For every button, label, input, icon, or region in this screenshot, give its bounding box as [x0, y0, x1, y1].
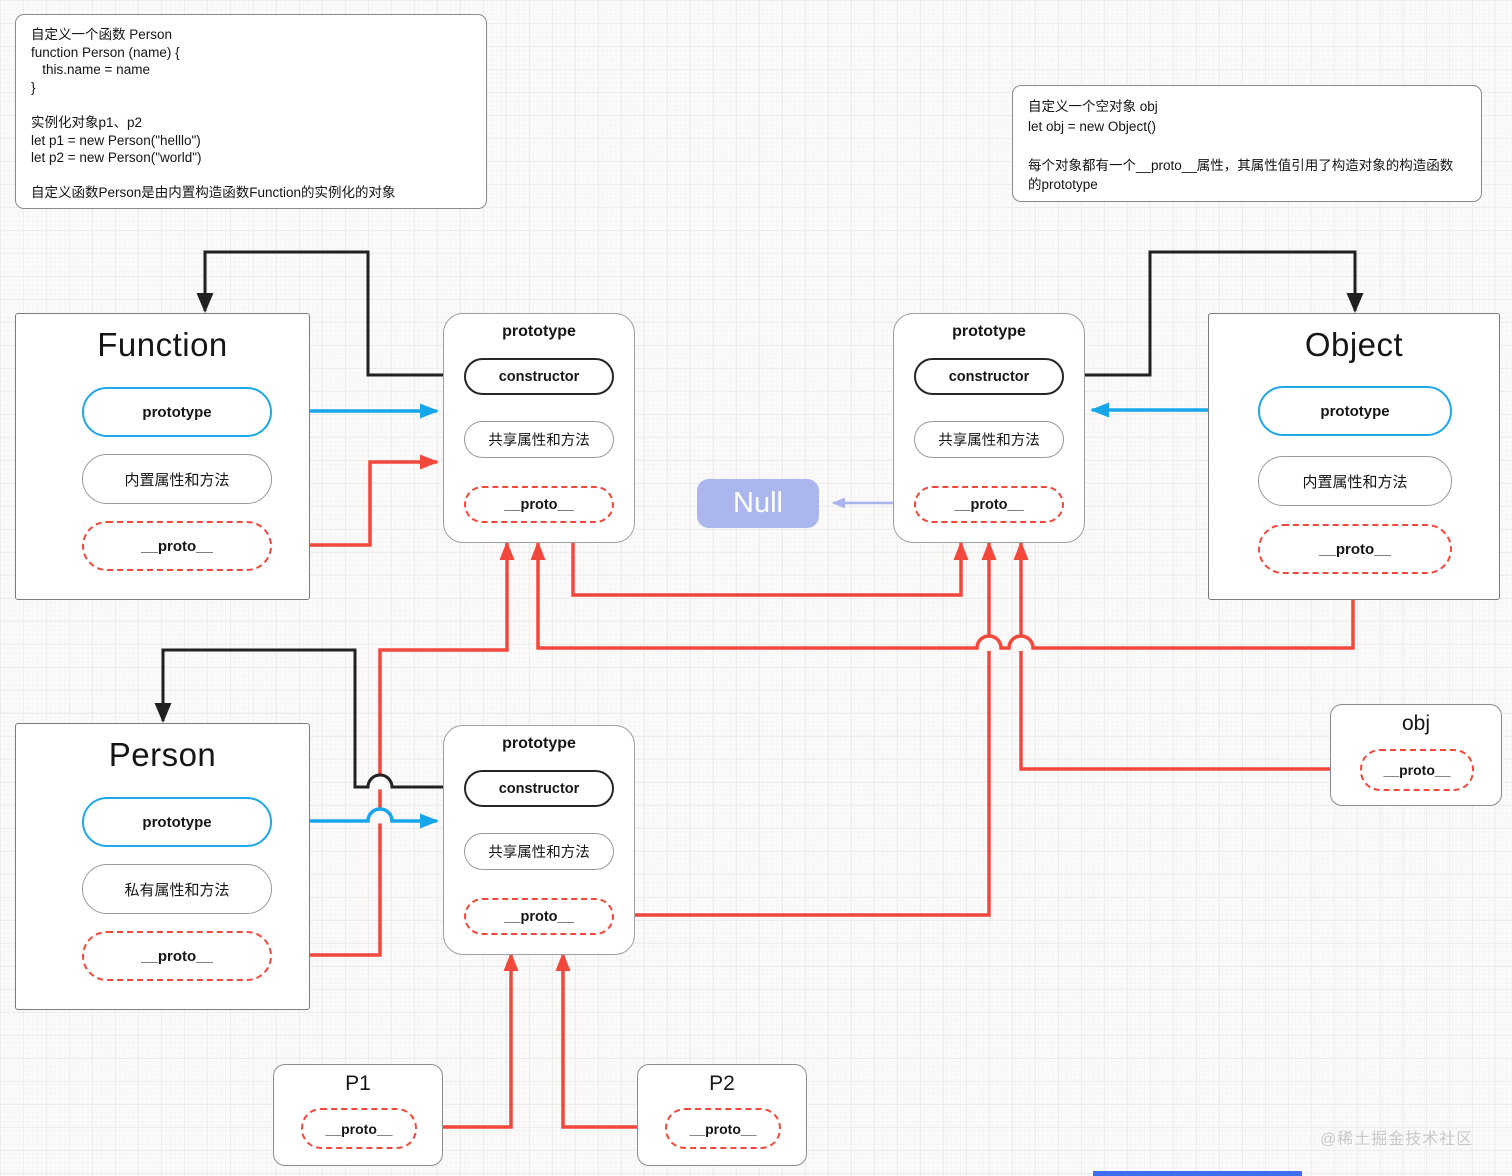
person-prototype-box-title: prototype: [502, 735, 576, 752]
function-prototype-constructor-pill: constructor: [464, 358, 614, 395]
function-proto-pill: __proto__: [82, 521, 272, 571]
function-prototype-box: prototype constructor 共享属性和方法 __proto__: [443, 313, 635, 543]
note-line: this.name = name: [31, 62, 150, 78]
note-line: 实例化对象p1、p2: [31, 114, 143, 130]
function-prototype-box-title: prototype: [502, 323, 576, 340]
note-line: }: [31, 79, 36, 95]
note-line: [31, 96, 471, 114]
note-line: 自定义一个空对象 obj: [1028, 99, 1158, 114]
p2-title: P2: [709, 1072, 735, 1095]
person-private-pill: 私有属性和方法: [82, 864, 272, 914]
person-prototype-constructor-pill: constructor: [464, 770, 614, 807]
null-box: Null: [697, 479, 819, 528]
function-builtin-pill: 内置属性和方法: [82, 454, 272, 504]
person-code-note: 自定义一个函数 Person function Person (name) { …: [15, 14, 487, 209]
note-line: function Person (name) {: [31, 44, 180, 60]
obj-code-note: 自定义一个空对象 obj let obj = new Object() 每个对象…: [1012, 85, 1482, 202]
note-line: [31, 167, 471, 185]
note-line: 每个对象都有一个__proto__属性，其属性值引用了构造对象的构造函数: [1028, 157, 1454, 173]
person-box: Person prototype 私有属性和方法 __proto__: [15, 723, 310, 1010]
object-prototype-box-title: prototype: [952, 323, 1026, 340]
obj-proto-pill: __proto__: [1360, 749, 1474, 791]
note-line: [1028, 136, 1466, 156]
person-proto-pill: __proto__: [82, 931, 272, 981]
object-prototype-shared-pill: 共享属性和方法: [914, 421, 1064, 458]
bottom-blue-bar: [1093, 1171, 1302, 1176]
watermark: @稀土掘金技术社区: [1320, 1131, 1474, 1148]
obj-title: obj: [1401, 712, 1431, 735]
person-prototype-pill: prototype: [82, 797, 272, 847]
object-prototype-box: prototype constructor 共享属性和方法 __proto__: [893, 313, 1085, 543]
p2-proto-pill: __proto__: [665, 1108, 781, 1149]
note-line: let obj = new Object(): [1028, 118, 1156, 134]
person-title: Person: [108, 736, 217, 773]
hop-gap: [373, 776, 387, 790]
function-prototype-shared-pill: 共享属性和方法: [464, 421, 614, 458]
note-line: 自定义一个函数 Person: [31, 27, 173, 42]
p1-title: P1: [345, 1072, 371, 1095]
note-line: 的prototype: [1028, 177, 1098, 192]
obj-box: obj __proto__: [1330, 704, 1502, 806]
hop-gap: [373, 810, 387, 824]
arrow-personprototype-proto-to-object-prototype: [613, 541, 997, 917]
person-prototype-shared-pill: 共享属性和方法: [464, 833, 614, 870]
note-line: let p1 = new Person("helllo"): [31, 132, 201, 148]
object-proto-pill: __proto__: [1258, 524, 1452, 574]
hop-gap: [1014, 637, 1028, 651]
p1-box: P1 __proto__: [273, 1064, 443, 1166]
person-prototype-proto-pill: __proto__: [464, 898, 614, 935]
object-prototype-pill: prototype: [1258, 386, 1452, 436]
object-box: Object prototype 内置属性和方法 __proto__: [1208, 313, 1500, 600]
function-box: Function prototype 内置属性和方法 __proto__: [15, 313, 310, 600]
function-prototype-pill: prototype: [82, 387, 272, 437]
person-prototype-box: prototype constructor 共享属性和方法 __proto__: [443, 725, 635, 955]
hop-gap: [982, 637, 996, 651]
note-line: 自定义函数Person是由内置构造函数Function的实例化的对象: [31, 185, 396, 201]
object-prototype-constructor-pill: constructor: [914, 358, 1064, 395]
object-builtin-pill: 内置属性和方法: [1258, 456, 1452, 506]
function-prototype-proto-pill: __proto__: [464, 486, 614, 523]
function-title: Function: [97, 326, 228, 363]
note-line: let p2 = new Person("world"): [31, 150, 202, 166]
p2-box: P2 __proto__: [637, 1064, 807, 1166]
p1-proto-pill: __proto__: [301, 1108, 417, 1149]
object-title: Object: [1304, 326, 1404, 363]
object-prototype-proto-pill: __proto__: [914, 486, 1064, 523]
